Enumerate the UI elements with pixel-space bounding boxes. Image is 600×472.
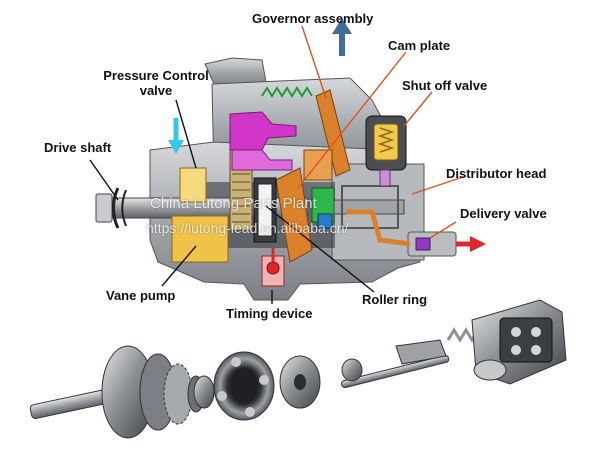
drive-shaft-end — [95, 193, 113, 223]
shut-off-spring — [377, 127, 395, 153]
leader-drive-shaft — [89, 159, 119, 201]
label-distributor-head: Distributor head — [446, 166, 547, 181]
leader-distributor-head — [411, 175, 467, 195]
distributor-head-photo — [471, 299, 567, 385]
label-roller-ring: Roller ring — [362, 292, 428, 307]
label-governor-assembly: Governor assembly — [252, 11, 374, 26]
shut-off-valve-part — [365, 115, 407, 187]
plunger-photo — [341, 327, 486, 389]
fuel-line-orange — [346, 209, 411, 247]
small-gear-photo — [193, 375, 215, 409]
delivery-valve-core — [415, 237, 431, 251]
watermark-line2: https://lutong-lead.en.alibaba.cn/ — [146, 220, 349, 236]
leader-governor-assembly — [301, 25, 327, 99]
label-shut-off-valve: Shut off valve — [402, 78, 488, 93]
governor-weights — [229, 86, 313, 171]
fuel-inlet-arrow-head — [168, 140, 184, 154]
drive-shaft-clip — [112, 187, 120, 229]
roller-ring-inner — [230, 368, 258, 404]
roller-ring-photo — [213, 351, 275, 421]
leader-shut-off — [403, 91, 433, 127]
leader-delivery-valve — [429, 221, 457, 239]
timing-device-part — [261, 248, 285, 287]
governor-magenta-lower — [231, 149, 293, 171]
plunger-blue — [317, 213, 333, 229]
delivery-valve-body — [407, 231, 457, 257]
shut-off-stem — [379, 169, 391, 187]
timing-piston-pin — [266, 261, 280, 275]
label-drive-shaft: Drive shaft — [44, 140, 112, 155]
cam-plate-body — [275, 167, 313, 263]
flow-arrows — [168, 18, 486, 252]
plunger-sleeve — [341, 185, 399, 229]
photo-plunger-head — [341, 358, 363, 382]
roller-ring-part — [253, 177, 277, 243]
top-outlet-arrow-head — [332, 18, 352, 34]
disassembled-parts — [29, 299, 567, 439]
drive-shaft-photo — [29, 345, 205, 439]
delivery-arrow-head — [470, 236, 486, 252]
cam-plate-hole — [294, 374, 306, 390]
small-gear-body — [193, 375, 215, 409]
cam-plate-part — [275, 89, 351, 263]
delivery-valve-part — [346, 209, 457, 257]
label-cam-plate: Cam plate — [388, 38, 451, 53]
leader-cam-plate — [297, 51, 407, 189]
leader-lines — [89, 25, 467, 304]
label-pressure-control-line2: valve — [139, 83, 173, 98]
head-photo-block — [499, 317, 553, 363]
governor-spring — [261, 86, 313, 98]
photo-plunger-rod — [341, 354, 450, 389]
leader-roller-ring — [265, 205, 375, 293]
watermark-line1: China Lutong Parts Plant — [150, 195, 317, 212]
cam-plate-photo — [279, 355, 321, 409]
label-pressure-control-line1: Pressure Control — [103, 68, 209, 83]
label-timing-device: Timing device — [226, 306, 313, 321]
leader-pressure-control — [175, 99, 197, 169]
head-photo-barrel — [473, 359, 507, 381]
label-delivery-valve: Delivery valve — [460, 206, 547, 221]
photo-lever — [395, 339, 447, 365]
leader-vane-pump — [161, 245, 197, 287]
vane-pump-top — [179, 167, 207, 203]
vane-pump-block — [171, 215, 229, 263]
drive-shaft-clip-2 — [121, 189, 127, 227]
label-vane-pump: Vane pump — [106, 288, 176, 303]
label-pressure-control-valve: Pressure Control valve — [94, 68, 218, 98]
